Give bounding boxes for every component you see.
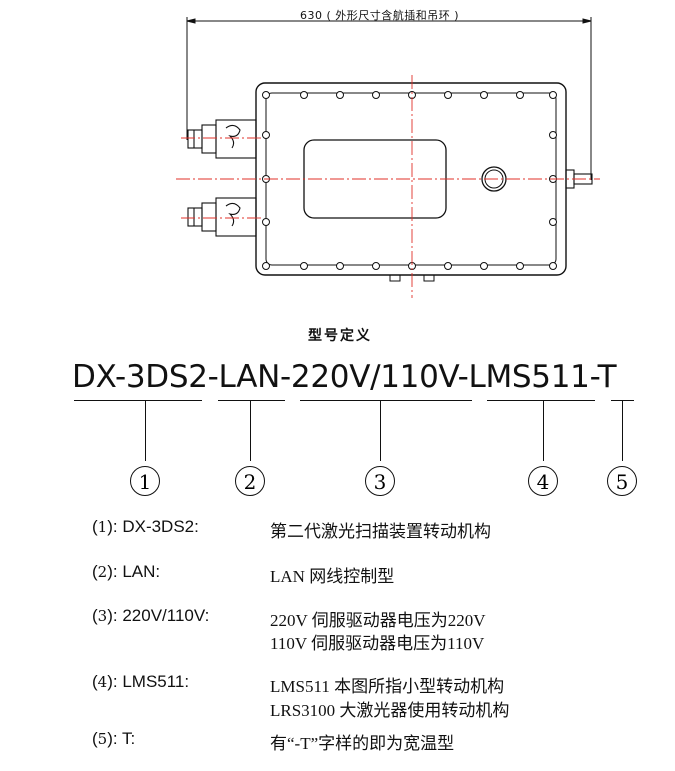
bottom-fittings [389,274,435,282]
definition-text-3a: 220V 伺服驱动器电压为220V [270,611,486,630]
leader-line-4 [543,401,544,461]
definition-label-3: (3): 220V/110V: [92,606,210,625]
definition-label-5: (5): T: [92,729,136,748]
definition-text-2: LAN 网线控制型 [270,567,395,586]
model-separator: - [207,359,219,395]
definition-code: DX-3DS2: [122,517,199,536]
model-number: DX-3DS2-LAN-220V/110V-LMS511-T [72,359,617,395]
model-segment-5: T [597,359,617,395]
marker-circle-1: 1 [130,466,160,496]
connector-upper [187,119,257,159]
definition-marker: 2 [97,563,108,581]
definition-marker: 3 [97,607,108,625]
model-separator: - [589,359,598,395]
definition-code: 220V/110V: [122,606,210,625]
definition-marker: 4 [97,673,108,691]
marker-circle-5: 5 [607,466,637,496]
model-separator: - [280,359,291,395]
definition-text-3b: 110V 伺服驱动器电压为110V [270,634,485,653]
underline-segment-4 [487,400,595,401]
leader-line-1 [145,401,146,461]
model-segment-2: LAN [218,359,281,395]
centerlines [176,75,600,298]
definition-marker: 5 [97,730,108,748]
model-segment-4: LMS511 [468,359,590,395]
connector-lower [187,197,257,237]
section-title: 型号定义 [308,328,372,344]
model-segment-1: DX-3DS2 [72,359,208,395]
underline-segment-3 [300,400,472,401]
underline-segment-2 [218,400,285,401]
definition-code: T: [122,729,136,748]
leader-line-5 [622,401,623,461]
underline-segment-1 [74,400,202,401]
definition-marker: 1 [97,518,108,536]
leader-line-2 [250,401,251,461]
marker-circle-4: 4 [528,466,558,496]
bolt-holes [262,91,557,270]
technical-drawing [0,0,675,320]
model-separator: - [457,359,469,395]
dimension-line [186,17,592,180]
definition-label-4: (4): LMS511: [92,672,190,691]
dimension-label: 630 ( 外形尺寸含航插和吊环 ) [300,9,460,22]
definition-label-2: (2): LAN: [92,562,161,581]
marker-circle-2: 2 [235,466,265,496]
leader-line-3 [380,401,381,461]
definition-text-5: 有“-T”字样的即为宽温型 [270,734,455,753]
definition-text-4b: LRS3100 大激光器使用转动机构 [270,701,510,720]
definition-text-1: 第二代激光扫描装置转动机构 [270,522,491,541]
underline-segment-5 [611,400,634,401]
marker-circle-3: 3 [365,466,395,496]
definition-code: LAN: [122,562,161,581]
model-segment-3: 220V/110V [290,359,458,395]
definition-text-4a: LMS511 本图所指小型转动机构 [270,677,505,696]
definition-label-1: (1): DX-3DS2: [92,517,199,536]
definition-code: LMS511: [122,672,190,691]
